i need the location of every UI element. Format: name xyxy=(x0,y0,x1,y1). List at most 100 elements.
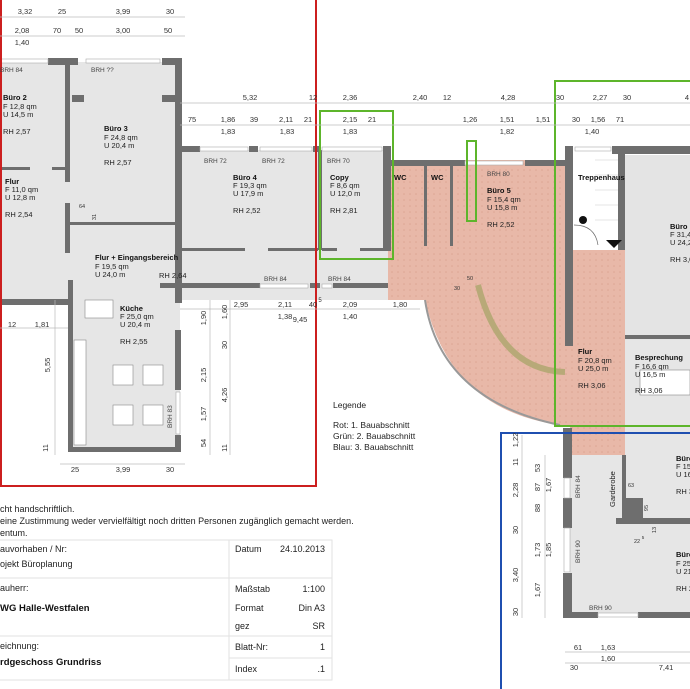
dim: 7,41 xyxy=(659,663,674,672)
legend-item-green: Grün: 2. Bauabschnitt xyxy=(333,431,416,441)
floor-buero4-copy xyxy=(180,150,390,300)
dim: 30 xyxy=(166,7,174,16)
room-wc-2: WC xyxy=(431,173,444,182)
brh-label: BRH ?? xyxy=(91,67,114,74)
dim: 1,82 xyxy=(500,127,515,136)
dim: 2,09 xyxy=(343,300,358,309)
room-perimeter: U 15,8 m xyxy=(487,203,517,212)
room-name: Büro xyxy=(676,550,690,559)
dim: 53 xyxy=(533,464,542,472)
dim: 4 xyxy=(685,93,689,102)
room-height: RH 2,52 xyxy=(233,206,261,215)
room-perimeter: U 20,4 m xyxy=(104,141,134,150)
dim: 54 xyxy=(199,439,208,447)
room-area: F 12,8 qm xyxy=(3,102,37,111)
room-besprechung: Besprechung F 16,6 qm U 16,5 m RH 3,06 xyxy=(635,353,683,395)
dim: 50 xyxy=(164,26,172,35)
dim: 25 xyxy=(71,465,79,474)
room-perimeter: U 12,0 m xyxy=(330,189,360,198)
format-label: Format xyxy=(235,603,264,613)
dim: 30 xyxy=(570,663,578,672)
kitchen-furniture xyxy=(73,299,690,446)
room-buero5: Büro 5 F 15,4 qm U 15,8 m RH 2,52 xyxy=(487,186,521,229)
brh-label: BRH 72 xyxy=(262,158,285,165)
brh-label: BRH 90 xyxy=(589,605,612,612)
room-area: F 11,0 qm xyxy=(5,185,38,194)
room-flur1: Flur F 11,0 qm U 12,8 m RH 2,54 xyxy=(5,177,38,219)
room-area: F 19,3 qm xyxy=(233,181,267,190)
scale-value: 1:100 xyxy=(302,584,325,594)
room-height: RH 2 xyxy=(676,584,690,593)
room-height: RH 3,0 xyxy=(670,255,690,264)
room-height: RH 3 xyxy=(676,487,690,496)
room-name: Flur xyxy=(578,347,592,356)
dim: 4,28 xyxy=(501,93,516,102)
dim: 1,22 xyxy=(511,433,520,448)
room-area: F 15,4 qm xyxy=(487,195,521,204)
room-perimeter: U 12,8 m xyxy=(5,193,35,202)
room-name: Büro 4 xyxy=(233,173,258,182)
dim: 2,11 xyxy=(278,300,292,309)
room-height: RH 2,57 xyxy=(3,127,31,136)
legend-item-blue: Blau: 3. Bauabschnitt xyxy=(333,442,414,452)
dim: 1,60 xyxy=(220,305,229,320)
project-value: ojekt Büroplanung xyxy=(0,559,73,569)
room-name: Flur + Eingangsbereich xyxy=(95,253,179,262)
room-height: RH 3,06 xyxy=(578,381,606,390)
room-name: Büro 5 xyxy=(487,186,511,195)
section-red xyxy=(0,0,317,487)
dimension-lines xyxy=(0,16,690,664)
dim: 2,27 xyxy=(593,93,608,102)
room-buero7: Büro F 15 U 16 RH 3 xyxy=(676,454,690,496)
dim: 3,32 xyxy=(18,7,33,16)
room-buero3: Büro 3 F 24,8 qm U 20,4 m RH 2,57 xyxy=(104,124,138,167)
dim: 61 xyxy=(574,643,582,652)
legend-title: Legende xyxy=(333,400,366,410)
dim: 12 xyxy=(8,320,16,329)
room-name: Flur xyxy=(5,177,19,186)
blatt-value: 1 xyxy=(320,642,325,652)
dim: 1,38 xyxy=(278,312,293,321)
room-area: F 24,8 qm xyxy=(104,133,138,142)
dim: 3,99 xyxy=(116,465,131,474)
note-line: eine Zustimmung weder vervielfältigt noc… xyxy=(0,516,354,526)
section-green-copy xyxy=(319,110,394,260)
dim: 21 xyxy=(368,115,376,124)
room-area: F 25,0 qm xyxy=(120,312,154,321)
legend: Legende Rot: 1. Bauabschnitt Grün: 2. Ba… xyxy=(333,400,416,452)
dim: 39 xyxy=(250,115,258,124)
dim: 1,86 xyxy=(221,115,236,124)
dim: 1,83 xyxy=(280,127,295,136)
dim: 2,08 xyxy=(15,26,30,35)
dim: 11 xyxy=(41,444,50,452)
dim: 30 xyxy=(556,93,564,102)
room-height: RH 3,06 xyxy=(635,386,663,395)
dim: 2,36 xyxy=(343,93,358,102)
dim: 1,26 xyxy=(463,115,478,124)
dim: 95 xyxy=(644,505,650,511)
dim: 1,80 xyxy=(393,300,408,309)
dim: 30 xyxy=(572,115,580,124)
dim: 3,00 xyxy=(116,26,131,35)
room-name: Büro xyxy=(670,222,688,231)
stair xyxy=(573,159,622,248)
room-area: F 31,4 xyxy=(670,230,690,239)
dim: 5 xyxy=(642,535,645,540)
curved-facade xyxy=(424,299,561,426)
dim: 1,83 xyxy=(221,127,236,136)
dim: 5,55 xyxy=(43,358,52,373)
room-wc-1: WC xyxy=(394,173,407,182)
dim: 1,63 xyxy=(601,643,616,652)
floor-treppenhaus xyxy=(570,150,625,250)
dim: 5,32 xyxy=(243,93,258,102)
dim: 2,28 xyxy=(511,483,520,498)
room-height: RH 2,64 xyxy=(159,271,187,280)
dim: 75 xyxy=(188,115,196,124)
section-green-right xyxy=(554,80,690,427)
room-copy: Copy F 8,6 qm U 12,0 m RH 2,81 xyxy=(330,173,360,215)
stair-arrow-icon xyxy=(606,240,622,248)
curved-wall-element xyxy=(475,284,566,375)
dim: 30 xyxy=(454,286,460,292)
room-buero6: Büro F 31,4 U 24,2 RH 3,0 xyxy=(670,222,690,264)
room-area: F 15 xyxy=(676,462,690,471)
